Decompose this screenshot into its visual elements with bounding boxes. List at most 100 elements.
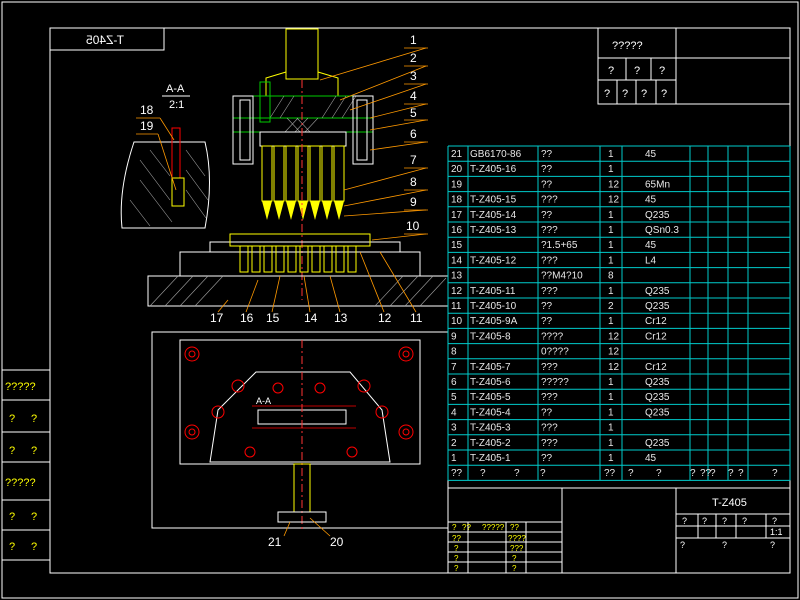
bom-part-name: ??M4?10 xyxy=(541,271,583,282)
bom-item-number: 8 xyxy=(451,347,457,358)
top-right-title: ????? xyxy=(612,40,643,52)
callout-13: 13 xyxy=(334,311,348,325)
title-mark: ? xyxy=(742,516,747,526)
bom-quantity: 1 xyxy=(608,423,614,434)
bom-material: 45 xyxy=(645,149,657,160)
bom-item-number: 10 xyxy=(451,316,463,327)
bom-quantity: 1 xyxy=(608,453,614,464)
bom-quantity: 1 xyxy=(608,210,614,221)
callout-leaders-right xyxy=(319,47,428,241)
bom-header-cell: ?? xyxy=(700,468,712,479)
bom-part-name: ?? xyxy=(541,149,553,160)
signature-cell: ? xyxy=(454,564,459,573)
part-callouts-right: 1 2 3 4 5 6 7 8 9 10 xyxy=(406,33,420,233)
title-mark: ? xyxy=(722,516,727,526)
bom-material: Cr12 xyxy=(645,316,667,327)
bom-quantity: 12 xyxy=(608,347,620,358)
bom-header-cell: ? xyxy=(480,468,486,479)
stripper-plate xyxy=(209,241,401,253)
bom-item-number: 6 xyxy=(451,377,457,388)
bom-quantity: 2 xyxy=(608,301,614,312)
bom-item-number: 16 xyxy=(451,225,463,236)
bom-quantity: 1 xyxy=(608,164,614,175)
top-right-cell: ? xyxy=(622,88,628,100)
bom-item-number: 13 xyxy=(451,271,463,282)
bom-quantity: 12 xyxy=(608,179,620,190)
bom-quantity: 1 xyxy=(608,316,614,327)
revision-cell: ? xyxy=(31,511,37,523)
top-right-cell: ? xyxy=(661,88,667,100)
bom-quantity: 1 xyxy=(608,240,614,251)
bom-quantity: 1 xyxy=(608,149,614,160)
bom-material: 45 xyxy=(645,240,657,251)
title-block-text: T-Z405 1:1 ? ? ? ? ? ? ? ? ? ?? ????? ??… xyxy=(452,497,783,573)
bom-part-code: T-Z405-9A xyxy=(470,316,518,327)
callout-9: 9 xyxy=(410,195,417,209)
callout-12: 12 xyxy=(378,311,392,325)
bom-part-name: ??? xyxy=(541,438,558,449)
bom-item-number: 12 xyxy=(451,286,463,297)
bom-table-grid xyxy=(447,145,791,481)
bom-part-code: T-Z405-15 xyxy=(470,195,517,206)
title-mark: ? xyxy=(722,540,727,550)
callout-11: 11 xyxy=(410,311,423,325)
die-shank xyxy=(285,28,319,80)
callout-19: 19 xyxy=(140,119,154,133)
bom-item-number: 17 xyxy=(451,210,463,221)
bom-item-number: 4 xyxy=(451,407,457,418)
bom-item-number: 15 xyxy=(451,240,463,251)
part-callouts-bottom: 17 16 15 14 13 12 11 xyxy=(210,311,423,325)
bom-quantity: 12 xyxy=(608,195,620,206)
signature-cell: ? xyxy=(512,564,517,573)
bom-header-cell: ? xyxy=(540,468,546,479)
bom-part-code: T-Z405-14 xyxy=(470,210,517,221)
bom-item-number: 19 xyxy=(451,179,463,190)
title-scale: 1:1 xyxy=(770,527,783,537)
bom-material: Q235 xyxy=(645,301,670,312)
bom-part-name: ?? xyxy=(541,164,553,175)
signature-cell: ? xyxy=(454,544,459,553)
revision-cell: ? xyxy=(31,413,37,425)
bom-part-code: T-Z405-11 xyxy=(470,286,516,297)
bom-header-cell: ?? xyxy=(451,468,463,479)
bom-item-number: 20 xyxy=(451,164,463,175)
bom-part-name: ??? xyxy=(541,255,558,266)
bom-part-name: ??? xyxy=(541,286,558,297)
bom-part-name: ?? xyxy=(541,210,553,221)
bom-item-number: 21 xyxy=(451,149,463,160)
die-plan-view: A-A 21 20 xyxy=(151,331,449,549)
bom-item-number: 18 xyxy=(451,195,463,206)
bom-part-code: T-Z405-10 xyxy=(470,301,517,312)
signature-cell: ?? xyxy=(462,523,471,532)
bom-header-cell: ? xyxy=(628,468,634,479)
bom-header-cell: ? xyxy=(772,468,778,479)
bom-part-code: T-Z405-5 xyxy=(470,392,511,403)
bom-item-number: 7 xyxy=(451,362,457,373)
callout-8: 8 xyxy=(410,175,417,189)
title-mark: ? xyxy=(772,516,777,526)
bom-quantity: 12 xyxy=(608,362,620,373)
revision-cell: ? xyxy=(9,511,15,523)
bom-part-code: T-Z405-16 xyxy=(470,164,517,175)
bom-part-name: ?? xyxy=(541,316,553,327)
bom-part-name: ??? xyxy=(541,195,558,206)
bom-part-code: T-Z405-13 xyxy=(470,225,517,236)
bom-material: 65Mn xyxy=(645,179,670,190)
callout-21: 21 xyxy=(268,535,282,549)
signature-cell: ????? xyxy=(482,523,505,532)
revision-cell: ? xyxy=(9,445,15,457)
bom-quantity: 1 xyxy=(608,377,614,388)
bom-header-cell: ?? xyxy=(604,468,616,479)
bom-part-name: ????? xyxy=(541,377,569,388)
bom-material: Q235 xyxy=(645,286,670,297)
top-right-cell: ? xyxy=(604,88,610,100)
detail-section-a-a: A-A 2:1 18 19 xyxy=(120,83,210,229)
bom-quantity: 1 xyxy=(608,255,614,266)
bom-part-name: ?? xyxy=(541,301,553,312)
bom-part-code: T-Z405-6 xyxy=(470,377,511,388)
bom-material: 45 xyxy=(645,195,657,206)
callout-10: 10 xyxy=(406,219,420,233)
bom-quantity: 1 xyxy=(608,407,614,418)
